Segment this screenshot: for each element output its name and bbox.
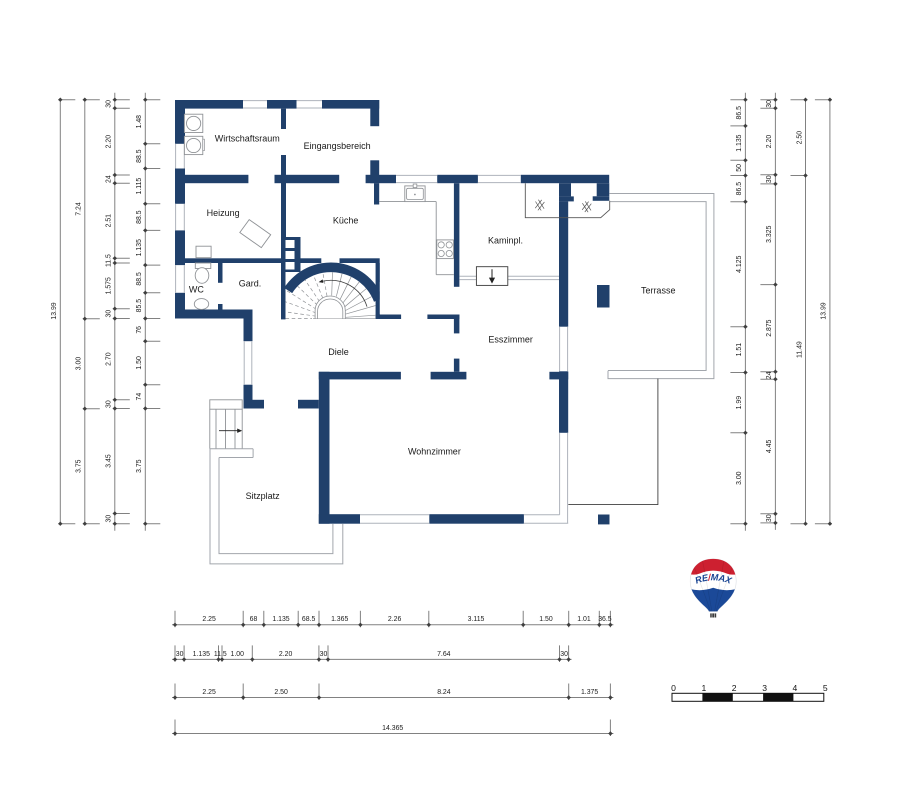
svg-text:76: 76 bbox=[136, 326, 143, 334]
svg-text:7.64: 7.64 bbox=[437, 651, 451, 658]
svg-text:1.135: 1.135 bbox=[193, 651, 210, 658]
svg-text:Küche: Küche bbox=[333, 215, 359, 225]
svg-text:74: 74 bbox=[136, 393, 143, 401]
svg-text:88.5: 88.5 bbox=[136, 272, 143, 286]
svg-text:13.99: 13.99 bbox=[51, 302, 58, 319]
svg-text:30: 30 bbox=[176, 651, 184, 658]
svg-text:Eingangsbereich: Eingangsbereich bbox=[304, 141, 371, 151]
svg-text:1.375: 1.375 bbox=[581, 689, 598, 696]
svg-text:30: 30 bbox=[106, 515, 113, 523]
svg-text:2.875: 2.875 bbox=[766, 319, 773, 336]
svg-text:7.24: 7.24 bbox=[76, 202, 83, 216]
svg-text:3.115: 3.115 bbox=[468, 616, 485, 623]
svg-text:Gard.: Gard. bbox=[239, 278, 262, 288]
svg-text:2.25: 2.25 bbox=[202, 616, 216, 623]
svg-text:Terrasse: Terrasse bbox=[641, 285, 676, 295]
svg-text:30: 30 bbox=[766, 175, 773, 183]
svg-text:2.51: 2.51 bbox=[106, 214, 113, 228]
svg-text:24: 24 bbox=[106, 175, 113, 183]
svg-text:36.5: 36.5 bbox=[598, 616, 612, 623]
svg-text:30: 30 bbox=[560, 651, 568, 658]
svg-text:1: 1 bbox=[702, 683, 707, 693]
svg-text:86.5: 86.5 bbox=[736, 182, 743, 196]
svg-text:86.5: 86.5 bbox=[736, 106, 743, 120]
svg-text:4.125: 4.125 bbox=[736, 255, 743, 272]
svg-text:2.50: 2.50 bbox=[796, 131, 803, 145]
svg-text:1.575: 1.575 bbox=[106, 277, 113, 294]
svg-text:30: 30 bbox=[320, 651, 328, 658]
svg-text:4: 4 bbox=[793, 683, 798, 693]
svg-text:14.365: 14.365 bbox=[382, 725, 403, 732]
svg-text:3.00: 3.00 bbox=[76, 357, 83, 371]
svg-text:1.01: 1.01 bbox=[577, 616, 591, 623]
svg-text:Kaminpl.: Kaminpl. bbox=[488, 236, 523, 246]
svg-text:1.00: 1.00 bbox=[230, 651, 244, 658]
svg-text:2.20: 2.20 bbox=[766, 135, 773, 149]
svg-text:30: 30 bbox=[106, 310, 113, 318]
svg-text:4.45: 4.45 bbox=[766, 440, 773, 454]
svg-text:RE/MAX: RE/MAX bbox=[694, 572, 734, 586]
svg-text:11.5: 11.5 bbox=[106, 254, 113, 267]
svg-text:3.75: 3.75 bbox=[76, 459, 83, 473]
svg-text:1.51: 1.51 bbox=[736, 343, 743, 357]
svg-text:2.70: 2.70 bbox=[106, 352, 113, 366]
svg-text:13.99: 13.99 bbox=[821, 302, 828, 319]
svg-text:Wirtschaftsraum: Wirtschaftsraum bbox=[215, 134, 280, 144]
svg-text:1.135: 1.135 bbox=[736, 134, 743, 151]
svg-text:11.5: 11.5 bbox=[214, 651, 227, 658]
svg-text:WC: WC bbox=[189, 284, 204, 294]
svg-text:88.5: 88.5 bbox=[136, 149, 143, 163]
svg-text:1.50: 1.50 bbox=[539, 616, 553, 623]
svg-text:2.50: 2.50 bbox=[274, 689, 288, 696]
svg-text:3.325: 3.325 bbox=[766, 225, 773, 242]
svg-text:5: 5 bbox=[823, 683, 828, 693]
svg-text:1.115: 1.115 bbox=[136, 178, 143, 195]
svg-text:3.75: 3.75 bbox=[136, 459, 143, 473]
svg-text:88.5: 88.5 bbox=[136, 210, 143, 224]
svg-text:2.20: 2.20 bbox=[106, 135, 113, 149]
svg-text:2.26: 2.26 bbox=[388, 616, 402, 623]
svg-text:3: 3 bbox=[762, 683, 767, 693]
svg-text:Wohnzimmer: Wohnzimmer bbox=[408, 447, 461, 457]
svg-text:Sitzplatz: Sitzplatz bbox=[246, 491, 281, 501]
svg-text:50: 50 bbox=[736, 164, 743, 172]
svg-text:3.45: 3.45 bbox=[106, 454, 113, 468]
svg-text:0: 0 bbox=[671, 683, 676, 693]
svg-text:1.50: 1.50 bbox=[136, 356, 143, 370]
svg-text:Diele: Diele bbox=[328, 347, 349, 357]
svg-text:1.135: 1.135 bbox=[136, 239, 143, 256]
svg-text:2.25: 2.25 bbox=[202, 689, 216, 696]
svg-text:11.49: 11.49 bbox=[796, 341, 803, 358]
svg-text:3.00: 3.00 bbox=[736, 471, 743, 485]
svg-text:85.5: 85.5 bbox=[136, 299, 143, 313]
svg-text:24: 24 bbox=[766, 371, 773, 379]
svg-text:30: 30 bbox=[106, 100, 113, 108]
svg-text:30: 30 bbox=[766, 100, 773, 108]
svg-text:Esszimmer: Esszimmer bbox=[488, 334, 533, 344]
svg-text:1.48: 1.48 bbox=[136, 115, 143, 129]
svg-text:2: 2 bbox=[732, 683, 737, 693]
svg-text:68.5: 68.5 bbox=[302, 616, 316, 623]
svg-text:1.365: 1.365 bbox=[331, 616, 348, 623]
svg-text:30: 30 bbox=[766, 514, 773, 522]
svg-text:8.24: 8.24 bbox=[437, 689, 451, 696]
svg-text:68: 68 bbox=[250, 616, 258, 623]
svg-text:1.135: 1.135 bbox=[272, 616, 289, 623]
svg-text:30: 30 bbox=[106, 400, 113, 408]
svg-text:Heizung: Heizung bbox=[207, 208, 240, 218]
svg-text:1.99: 1.99 bbox=[736, 396, 743, 410]
svg-text:2.20: 2.20 bbox=[279, 651, 293, 658]
